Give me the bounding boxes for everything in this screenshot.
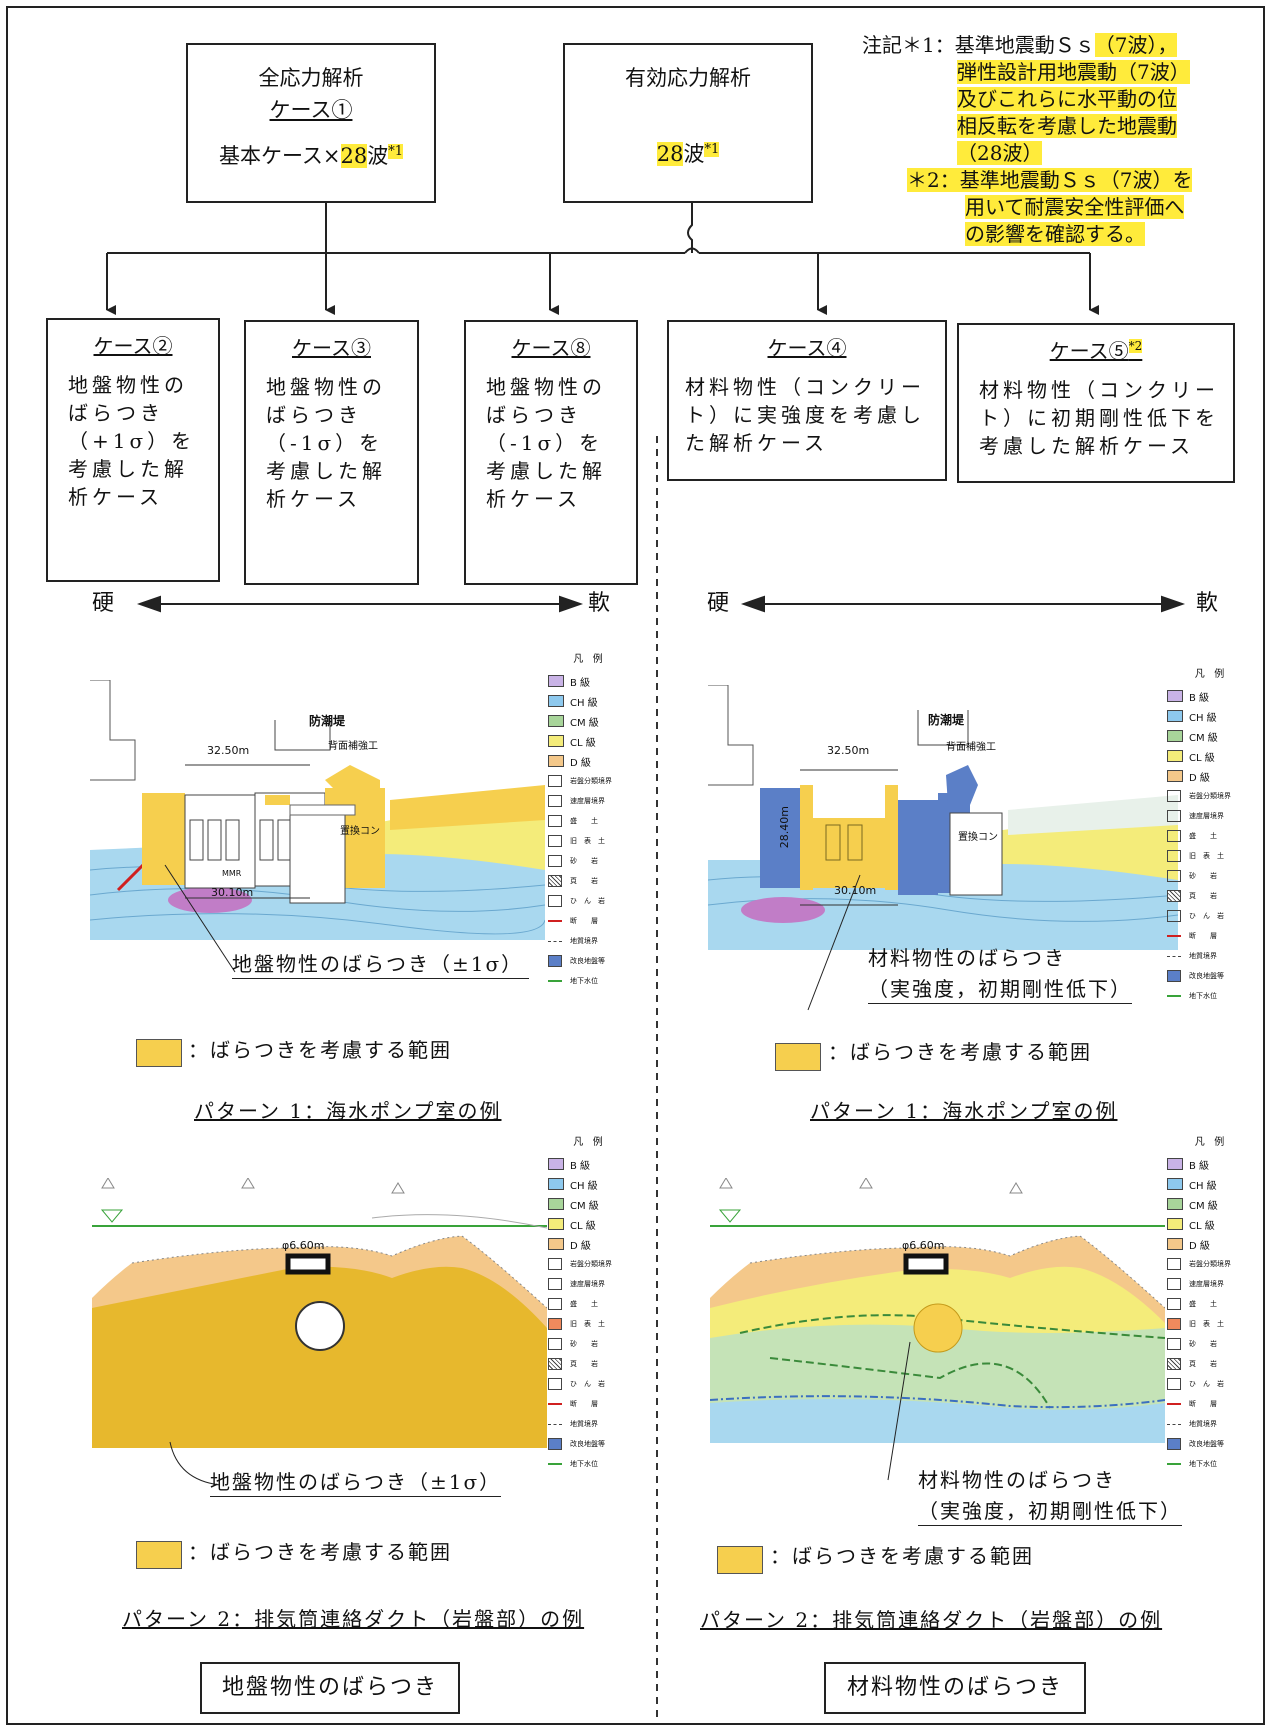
note-line4: 相反転を考慮した地震動 xyxy=(957,114,1177,138)
case-body-2: 地盤物性のばらつき（+1σ）を考慮した解析ケース xyxy=(68,373,196,509)
footer-box-material: 材料物性のばらつき xyxy=(824,1662,1086,1714)
right-p1-dim-bottom: 30.10m xyxy=(834,884,877,897)
legend-right-1: 凡 例 B 級 CH 級 CM 級 CL 級 D 級 岩盤分類境界 速度層境界 … xyxy=(1167,665,1252,1006)
right-p2-key: ：ばらつきを考慮する範囲 xyxy=(770,1544,1034,1568)
left-p1-caption: パターン 1：海水ポンプ室の例 xyxy=(194,1099,502,1123)
note-line6: ＊2：基準地震動Ｓｓ（7波）を xyxy=(907,168,1193,192)
case-box-5: ケース⑤*2 材料物性（コンクリート）に初期剛性低下を考慮した解析ケース xyxy=(957,323,1235,483)
left-p2-callout-line xyxy=(169,1441,221,1486)
note-line1-b: （7波）， xyxy=(1094,33,1178,57)
note-head: 注記＊1： xyxy=(862,33,955,57)
hard-soft-arrows xyxy=(136,595,1186,613)
footnote: 注記＊1：基準地震動Ｓｓ（7波）， 弾性設計用地震動（7波） 及びこれらに水平動… xyxy=(862,32,1257,248)
right-p2-callout2: （実強度，初期剛性低下） xyxy=(918,1497,1182,1526)
left-p1-key: ：ばらつきを考慮する範囲 xyxy=(188,1038,452,1062)
right-p2-diameter: φ6.60m xyxy=(902,1239,945,1252)
left-p2-key-swatch xyxy=(136,1541,182,1569)
effective-stress-title: 有効応力解析 xyxy=(625,66,751,90)
right-p1-caption: パターン 1：海水ポンプ室の例 xyxy=(810,1099,1118,1123)
right-p1-dim-side: 28.40m xyxy=(778,806,791,849)
right-p1-reinforce: 背面補強工 xyxy=(946,742,996,753)
case-box-2: ケース② 地盤物性のばらつき（+1σ）を考慮した解析ケース xyxy=(46,318,220,582)
divider-dashed xyxy=(656,436,658,1721)
right-p2-key-swatch xyxy=(717,1546,763,1574)
case-title-8: ケース⑧ xyxy=(511,336,591,360)
case-title-4: ケース④ xyxy=(767,336,847,360)
right-p1-callout1: 材料物性のばらつき xyxy=(868,946,1066,970)
right-p2-callout-line xyxy=(887,1341,911,1481)
flow-connectors xyxy=(106,203,1099,315)
left-p2-key: ：ばらつきを考慮する範囲 xyxy=(188,1540,452,1564)
left-p1-replace: 置換コン xyxy=(340,826,380,837)
right-p1-callout-line xyxy=(807,874,861,1011)
left-p1-seawall: 防潮堤 xyxy=(309,714,346,728)
left-p1-callout-line xyxy=(164,864,236,973)
left-p1-key-swatch xyxy=(136,1039,182,1067)
soft-label-left: 軟 xyxy=(588,591,611,616)
note-line1-a: 基準地震動Ｓｓ xyxy=(954,33,1095,57)
footer-ground-label: 地盤物性のばらつき xyxy=(221,1675,438,1700)
case-body-3: 地盤物性のばらつき（-1σ）を考慮した解析ケース xyxy=(266,375,386,511)
left-p2-callout: 地盤物性のばらつき（±1σ） xyxy=(210,1468,502,1497)
right-p1-callout2: （実強度，初期剛性低下） xyxy=(868,975,1132,1004)
note-line3: 及びこれらに水平動の位 xyxy=(957,87,1177,111)
left-p1-reinforce: 背面補強工 xyxy=(328,741,378,752)
right-p1-dim-top: 32.50m xyxy=(827,744,870,757)
left-pattern1-diagram xyxy=(90,680,545,940)
total-stress-body: 基本ケース×28波*1 xyxy=(218,144,404,168)
left-p1-dim-bottom: 30.10m xyxy=(211,886,254,899)
left-p2-diameter: φ6.60m xyxy=(282,1239,325,1252)
effective-stress-body: 28波*1 xyxy=(656,142,720,166)
left-pattern2-diagram xyxy=(92,1178,547,1448)
right-p1-key-swatch xyxy=(775,1043,821,1071)
total-stress-box: 全応力解析 ケース① 基本ケース×28波*1 xyxy=(186,43,436,203)
right-pattern1-diagram xyxy=(708,685,1178,950)
legend-right-2: 凡 例 B 級 CH 級 CM 級 CL 級 D 級 岩盤分類境界 速度層境界 … xyxy=(1167,1133,1252,1474)
soft-label-right: 軟 xyxy=(1196,591,1219,616)
note-line8: の影響を確認する。 xyxy=(965,222,1145,246)
case-body-5: 材料物性（コンクリート）に初期剛性低下を考慮した解析ケース xyxy=(979,378,1219,458)
case-title-3: ケース③ xyxy=(292,336,371,360)
right-p1-seawall: 防潮堤 xyxy=(928,713,965,727)
case-title-2: ケース② xyxy=(93,334,173,358)
left-p1-mmr: MMR xyxy=(222,869,242,878)
right-p2-callout1: 材料物性のばらつき xyxy=(918,1468,1116,1492)
case-body-4: 材料物性（コンクリート）に実強度を考慮した解析ケース xyxy=(685,375,925,455)
case-body-8: 地盤物性のばらつき（-1σ）を考慮した解析ケース xyxy=(486,375,606,511)
case-box-4: ケース④ 材料物性（コンクリート）に実強度を考慮した解析ケース xyxy=(667,320,947,481)
effective-stress-box: 有効応力解析 28波*1 xyxy=(563,43,813,203)
left-p1-dim-top: 32.50m xyxy=(207,744,250,757)
left-p1-callout: 地盤物性のばらつき（±1σ） xyxy=(232,950,530,979)
left-p2-caption: パターン 2：排気筒連絡ダクト（岩盤部）の例 xyxy=(122,1607,585,1631)
footer-material-label: 材料物性のばらつき xyxy=(846,1675,1063,1700)
footer-box-ground: 地盤物性のばらつき xyxy=(200,1662,460,1714)
legend-left-1: 凡 例 B 級 CH 級 CM 級 CL 級 D 級 岩盤分類境界 速度層境界 … xyxy=(548,650,628,991)
right-p1-key: ：ばらつきを考慮する範囲 xyxy=(828,1040,1092,1064)
right-pattern2-diagram xyxy=(710,1178,1165,1443)
note-line5: （28波） xyxy=(957,141,1043,165)
total-stress-case: ケース① xyxy=(269,98,353,122)
case-title-5: ケース⑤*2 xyxy=(1049,339,1143,363)
note-line2: 弾性設計用地震動（7波） xyxy=(957,60,1190,84)
total-stress-title: 全応力解析 xyxy=(258,66,364,90)
case-box-3: ケース③ 地盤物性のばらつき（-1σ）を考慮した解析ケース xyxy=(244,320,419,585)
hard-label-right: 硬 xyxy=(707,591,730,616)
right-p1-replace: 置換コン xyxy=(958,832,998,843)
right-p2-caption: パターン 2：排気筒連絡ダクト（岩盤部）の例 xyxy=(700,1608,1163,1632)
note-line7: 用いて耐震安全性評価へ xyxy=(965,195,1185,219)
case-box-8: ケース⑧ 地盤物性のばらつき（-1σ）を考慮した解析ケース xyxy=(464,320,638,585)
figure-frame xyxy=(6,6,1265,1725)
legend-left-2: 凡 例 B 級 CH 級 CM 級 CL 級 D 級 岩盤分類境界 速度層境界 … xyxy=(548,1133,628,1474)
hard-label-left: 硬 xyxy=(92,591,115,616)
